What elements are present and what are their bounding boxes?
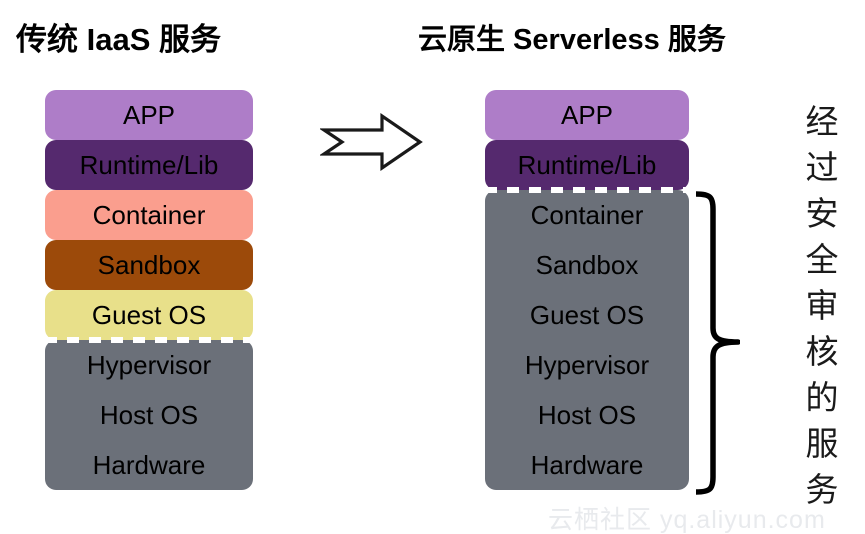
- layer-label: Host OS: [537, 399, 637, 430]
- gray-group-left: Hypervisor Host OS Hardware: [45, 340, 253, 490]
- vertical-caption-char: 核: [805, 331, 839, 371]
- layer-label: Runtime/Lib: [79, 149, 219, 180]
- layer-label: Hypervisor: [86, 349, 212, 380]
- layer-app-right: APP: [485, 90, 689, 140]
- layer-label: Sandbox: [535, 249, 639, 280]
- layer-guest-os-right: Guest OS: [485, 290, 689, 340]
- layer-label: Container: [92, 199, 206, 230]
- layer-hypervisor-right: Hypervisor: [485, 340, 689, 390]
- layer-label: Guest OS: [529, 299, 645, 330]
- vertical-caption-char: 安: [805, 193, 839, 233]
- layer-container-left: Container: [45, 190, 253, 240]
- layer-hypervisor-left: Hypervisor: [45, 340, 253, 390]
- layer-runtime-right: Runtime/Lib: [485, 140, 689, 190]
- layer-label: Runtime/Lib: [517, 149, 657, 180]
- layer-label: Sandbox: [97, 249, 201, 280]
- layer-runtime-left: Runtime/Lib: [45, 140, 253, 190]
- vertical-caption-char: 过: [805, 147, 839, 187]
- vertical-caption-char: 全: [805, 239, 839, 279]
- vertical-caption-char: 审: [805, 285, 839, 325]
- layer-label: Hypervisor: [524, 349, 650, 380]
- left-stack-title: 传统 IaaS 服务: [16, 22, 221, 57]
- layer-host-os-right: Host OS: [485, 390, 689, 440]
- layer-label: Hardware: [530, 449, 644, 480]
- layer-app-left: APP: [45, 90, 253, 140]
- right-block-arrow-icon: [318, 112, 424, 172]
- vertical-caption-char: 的: [805, 377, 839, 417]
- layer-hardware-right: Hardware: [485, 440, 689, 490]
- layer-label: Host OS: [99, 399, 199, 430]
- layer-guest-os-left: Guest OS: [45, 290, 253, 340]
- gray-group-right: Container Sandbox Guest OS Hypervisor Ho…: [485, 190, 689, 490]
- left-stack: APP Runtime/Lib Container Sandbox Guest …: [45, 90, 253, 490]
- layer-host-os-left: Host OS: [45, 390, 253, 440]
- layer-label: APP: [122, 99, 176, 130]
- layer-container-right: Container: [485, 190, 689, 240]
- watermark: 云栖社区 yq.aliyun.com: [548, 506, 826, 534]
- right-stack-title: 云原生 Serverless 服务: [418, 24, 726, 56]
- layer-hardware-left: Hardware: [45, 440, 253, 490]
- layer-label: Container: [530, 199, 644, 230]
- layer-label: Hardware: [92, 449, 206, 480]
- layer-sandbox-left: Sandbox: [45, 240, 253, 290]
- vertical-caption-char: 经: [805, 101, 839, 141]
- right-stack: APP Runtime/Lib Container Sandbox Guest …: [485, 90, 689, 490]
- layer-label: APP: [560, 99, 614, 130]
- layer-sandbox-right: Sandbox: [485, 240, 689, 290]
- vertical-caption: 经 过 安 全 审 核 的 服 务: [798, 98, 846, 512]
- right-curly-brace-icon: [694, 190, 741, 495]
- vertical-caption-char: 务: [805, 469, 839, 509]
- layer-label: Guest OS: [91, 299, 207, 330]
- vertical-caption-char: 服: [805, 423, 839, 463]
